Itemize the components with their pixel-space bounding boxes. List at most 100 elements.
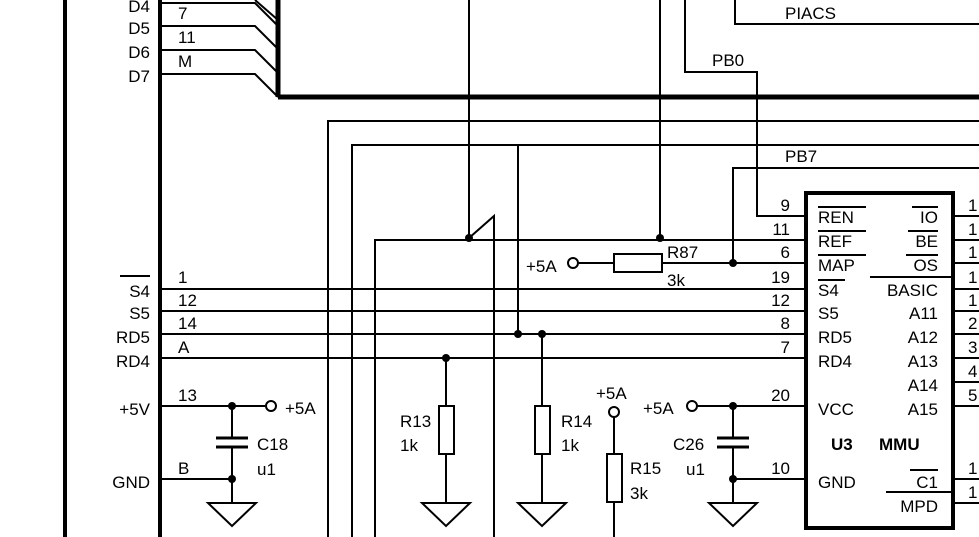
wire-d5 xyxy=(160,25,279,50)
label-s4: S4 xyxy=(129,282,150,301)
u3-pin-name: A15 xyxy=(908,400,938,419)
plus5a-terminal-left xyxy=(265,400,277,412)
u3-pin-num: 4 xyxy=(968,362,977,381)
wire-pb7-to-map xyxy=(732,167,979,262)
u3-pin-name: RD5 xyxy=(818,328,852,347)
plus5a-terminal-r15 xyxy=(608,406,620,418)
wire-bus-2 xyxy=(351,144,979,537)
c26-ref: C26 xyxy=(673,435,704,454)
c26-value: u1 xyxy=(686,460,705,479)
ground-symbol-1 xyxy=(205,502,259,528)
u3-pin-name: A14 xyxy=(908,376,938,395)
u3-pin-num: 1 xyxy=(968,220,977,239)
r15-ref: R15 xyxy=(630,459,661,478)
u3-pin-num: 10 xyxy=(771,459,790,478)
net-pb0: PB0 xyxy=(712,51,744,70)
u3-pin-name: BASIC xyxy=(887,281,938,300)
u3-pin-num: 1 xyxy=(968,268,977,287)
label-rd5: RD5 xyxy=(116,328,150,347)
r87-value: 3k xyxy=(667,271,685,290)
pin-s4: 1 xyxy=(178,268,187,287)
u3-pin-num: 20 xyxy=(771,386,790,405)
u3-pin-num: 1 xyxy=(968,483,977,502)
ground-symbol-3 xyxy=(515,502,569,528)
plus5a-terminal-vcc xyxy=(686,400,698,412)
label-d6: D6 xyxy=(128,43,150,62)
junction-dot xyxy=(465,234,473,242)
u3-pin-name: A11 xyxy=(909,304,938,323)
u3-pin-name: MAP xyxy=(818,256,855,275)
u3-pin-num: 12 xyxy=(771,291,790,310)
wire-pb0 xyxy=(684,0,806,217)
ground-symbol-4 xyxy=(706,502,760,528)
pin-s5: 12 xyxy=(178,291,197,310)
pin-d4: 7 xyxy=(178,4,187,23)
c18-ref: C18 xyxy=(257,435,288,454)
wire-ref-branch xyxy=(468,0,495,537)
u3-pin-num: 1 xyxy=(968,196,977,215)
u3-pin-name: REN xyxy=(818,208,854,227)
junction-dot xyxy=(729,402,737,410)
u3-pin-name: IO xyxy=(920,208,938,227)
u3-pin-num: 5 xyxy=(968,386,977,405)
u3-pin-name: BE xyxy=(915,232,938,251)
u3-ref: U3 xyxy=(831,435,853,454)
junction-dot xyxy=(442,354,450,362)
r14-ref: R14 xyxy=(561,412,592,431)
r87-ref: R87 xyxy=(667,243,698,262)
r13-resistor xyxy=(438,405,455,455)
u3-pin-name: A13 xyxy=(908,352,938,371)
u3-pin-num: 19 xyxy=(771,268,790,287)
r87-resistor xyxy=(613,253,663,273)
wire-d4 xyxy=(160,2,279,27)
net-piacs: PIACS xyxy=(785,4,836,23)
u3-pin-name: GND xyxy=(818,473,856,492)
u3-pin-num: 1 xyxy=(968,459,977,478)
u3-pin-name: VCC xyxy=(818,400,854,419)
wire-d-top xyxy=(254,0,279,21)
u3-chip xyxy=(804,191,955,530)
pin-rd4: A xyxy=(178,338,190,357)
u3-pin-name: RD4 xyxy=(818,352,852,371)
wire-d7 xyxy=(160,73,279,98)
pin-rd5: 14 xyxy=(178,314,197,333)
junction-dot xyxy=(656,234,664,242)
label-gnd: GND xyxy=(112,473,150,492)
pin-gnd: B xyxy=(178,459,189,478)
wire-d6 xyxy=(160,49,279,74)
net-plus5a: +5A xyxy=(596,384,627,403)
pin-plus5v: 13 xyxy=(178,386,197,405)
r14-value: 1k xyxy=(561,436,579,455)
junction-dot xyxy=(729,475,737,483)
u3-pin-name: REF xyxy=(818,232,852,251)
label-d7: D7 xyxy=(128,67,150,86)
u3-pin-num: 6 xyxy=(781,243,790,262)
junction-dot xyxy=(228,475,236,483)
u3-pin-num: 1 xyxy=(968,243,977,262)
r13-value: 1k xyxy=(400,436,418,455)
ground-symbol-2 xyxy=(419,502,473,528)
label-s5: S5 xyxy=(129,304,150,323)
c18-value: u1 xyxy=(257,460,276,479)
u3-pin-name: C1 xyxy=(916,473,938,492)
wire-bus-1 xyxy=(327,120,979,537)
net-pb7: PB7 xyxy=(785,147,817,166)
r13-ref: R13 xyxy=(400,412,431,431)
wire-piacs xyxy=(734,0,979,25)
junction-dot xyxy=(228,402,236,410)
label-plus5v: +5V xyxy=(119,400,150,419)
u3-pin-name: MPD xyxy=(900,497,938,516)
u3-pin-name: OS xyxy=(913,256,938,275)
r87-terminal xyxy=(567,257,579,269)
r15-value: 3k xyxy=(630,484,648,503)
wire-ref xyxy=(374,239,806,537)
net-plus5a: +5A xyxy=(526,257,557,276)
u3-pin-num: 11 xyxy=(772,220,790,239)
junction-dot xyxy=(538,330,546,338)
u3-pin-num: 8 xyxy=(781,314,790,333)
net-plus5a: +5A xyxy=(643,399,674,418)
u3-pin-num: 9 xyxy=(781,196,790,215)
net-plus5a: +5A xyxy=(285,399,316,418)
